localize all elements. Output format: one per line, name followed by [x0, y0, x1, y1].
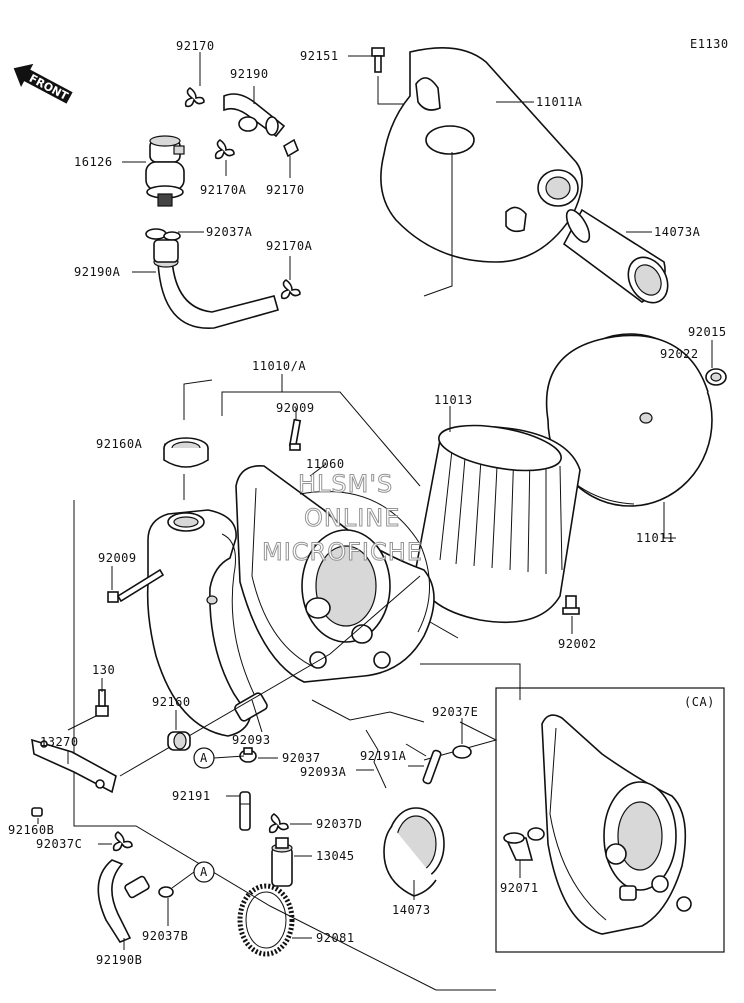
label-92037[interactable]: 92037: [282, 751, 321, 765]
clamp-92170-top[interactable]: [184, 87, 205, 108]
label-16126[interactable]: 16126: [74, 155, 113, 169]
breather-valve-16126[interactable]: [145, 135, 185, 207]
label-92191[interactable]: 92191: [172, 789, 211, 803]
ca-elbow-92071[interactable]: [503, 827, 545, 861]
label-92160[interactable]: 92160: [152, 695, 191, 709]
label-92160B[interactable]: 92160B: [8, 823, 54, 837]
bolt-92009-top[interactable]: [288, 418, 302, 451]
pipe-92191A[interactable]: [422, 749, 442, 785]
label-13270[interactable]: 13270: [40, 735, 79, 749]
label-92093[interactable]: 92093: [232, 733, 271, 747]
clamp-92170A-a[interactable]: [214, 139, 235, 160]
clip-92170[interactable]: [283, 138, 299, 158]
label-92037A[interactable]: 92037A: [206, 225, 253, 239]
label-92170A-b[interactable]: 92170A: [266, 239, 313, 253]
diagram-code: E1130: [690, 37, 729, 51]
label-92037D[interactable]: 92037D: [316, 817, 362, 831]
outer-cover-11011[interactable]: [545, 333, 713, 507]
clamp-92037A[interactable]: [145, 228, 181, 241]
bolt-92002[interactable]: [562, 595, 580, 615]
label-92190A[interactable]: 92190A: [74, 265, 121, 279]
ca-housing[interactable]: [541, 714, 692, 935]
pipe-92191[interactable]: [239, 791, 251, 831]
label-11060[interactable]: 11060: [306, 457, 345, 471]
backing-plate-11060[interactable]: [235, 465, 435, 683]
clamp-92170A-b[interactable]: [280, 279, 301, 300]
label-92009-top[interactable]: 92009: [276, 401, 315, 415]
front-arrow-icon: FRONT: [13, 63, 73, 104]
duct-14073A[interactable]: [562, 206, 676, 309]
label-11010A[interactable]: 11010/A: [252, 359, 306, 373]
seal-ring-92081[interactable]: [237, 883, 295, 957]
label-92081[interactable]: 92081: [316, 931, 355, 945]
label-92190[interactable]: 92190: [230, 67, 269, 81]
label-92037B[interactable]: 92037B: [142, 929, 188, 943]
clamp-92037D[interactable]: [268, 813, 289, 834]
watermark-line-1: HLSM'S: [298, 470, 393, 498]
label-11011[interactable]: 11011: [636, 531, 675, 545]
front-label: FRONT: [27, 72, 71, 103]
watermark-line-3: MICROFICHE: [262, 538, 423, 566]
part-number-labels: 92170 92190 16126 92170A 92170 92037A 92…: [8, 39, 727, 967]
clip-92093A[interactable]: [365, 729, 387, 789]
label-11013[interactable]: 11013: [434, 393, 473, 407]
label-92170A-a[interactable]: 92170A: [200, 183, 247, 197]
label-92002[interactable]: 92002: [558, 637, 597, 651]
ref-marker-a-lower-label: A: [200, 865, 208, 879]
label-92022[interactable]: 92022: [660, 347, 699, 361]
watermark: HLSM'S ONLINE MICROFICHE: [262, 470, 423, 567]
watermark-line-2: ONLINE: [304, 504, 400, 532]
duct-14073[interactable]: [383, 807, 445, 897]
label-92151[interactable]: 92151: [300, 49, 339, 63]
label-92170-top[interactable]: 92170: [176, 39, 215, 53]
drain-cap-13045[interactable]: [271, 837, 293, 887]
intake-elbow[interactable]: [146, 509, 269, 737]
label-92190B[interactable]: 92190B: [96, 953, 142, 967]
clamp-92037B[interactable]: [158, 886, 174, 898]
ref-marker-a-upper-label: A: [200, 751, 208, 765]
breather-hose-92190A[interactable]: [153, 239, 279, 329]
clamp-92037C[interactable]: [112, 831, 133, 852]
ref-marker-a-upper: A: [193, 747, 215, 769]
label-92015[interactable]: 92015: [688, 325, 727, 339]
ref-marker-a-lower: A: [193, 861, 215, 883]
label-92170-clip[interactable]: 92170: [266, 183, 305, 197]
breather-hose-92190[interactable]: [223, 93, 286, 138]
ca-label: (CA): [684, 695, 715, 709]
filter-element-11013[interactable]: [415, 418, 581, 624]
grommet-92160B[interactable]: [31, 807, 43, 817]
ca-inset-box: (CA): [495, 687, 725, 953]
clamp-92037E[interactable]: [452, 745, 472, 759]
label-92093A[interactable]: 92093A: [300, 765, 347, 779]
breather-hose-92190B[interactable]: [97, 859, 150, 943]
bolt-130[interactable]: [95, 689, 109, 717]
label-11011A[interactable]: 11011A: [536, 95, 583, 109]
label-92191A[interactable]: 92191A: [360, 749, 407, 763]
label-92037C[interactable]: 92037C: [36, 837, 82, 851]
bracket-13270[interactable]: [31, 738, 117, 794]
nut-92015[interactable]: [705, 368, 727, 386]
label-92160A[interactable]: 92160A: [96, 437, 143, 451]
label-13045[interactable]: 13045: [316, 849, 355, 863]
label-92037E[interactable]: 92037E: [432, 705, 478, 719]
label-14073[interactable]: 14073: [392, 903, 431, 917]
label-92009-left[interactable]: 92009: [98, 551, 137, 565]
label-130[interactable]: 130: [92, 663, 115, 677]
cover-11011A[interactable]: [380, 47, 583, 263]
grommet-92160A[interactable]: [163, 437, 209, 468]
clamp-92037[interactable]: [239, 747, 257, 763]
label-92071[interactable]: 92071: [500, 881, 539, 895]
bolt-92151[interactable]: [371, 47, 385, 73]
grommet-92160[interactable]: [167, 731, 191, 751]
label-14073A[interactable]: 14073A: [654, 225, 701, 239]
bolt-92009-left[interactable]: [107, 568, 165, 603]
